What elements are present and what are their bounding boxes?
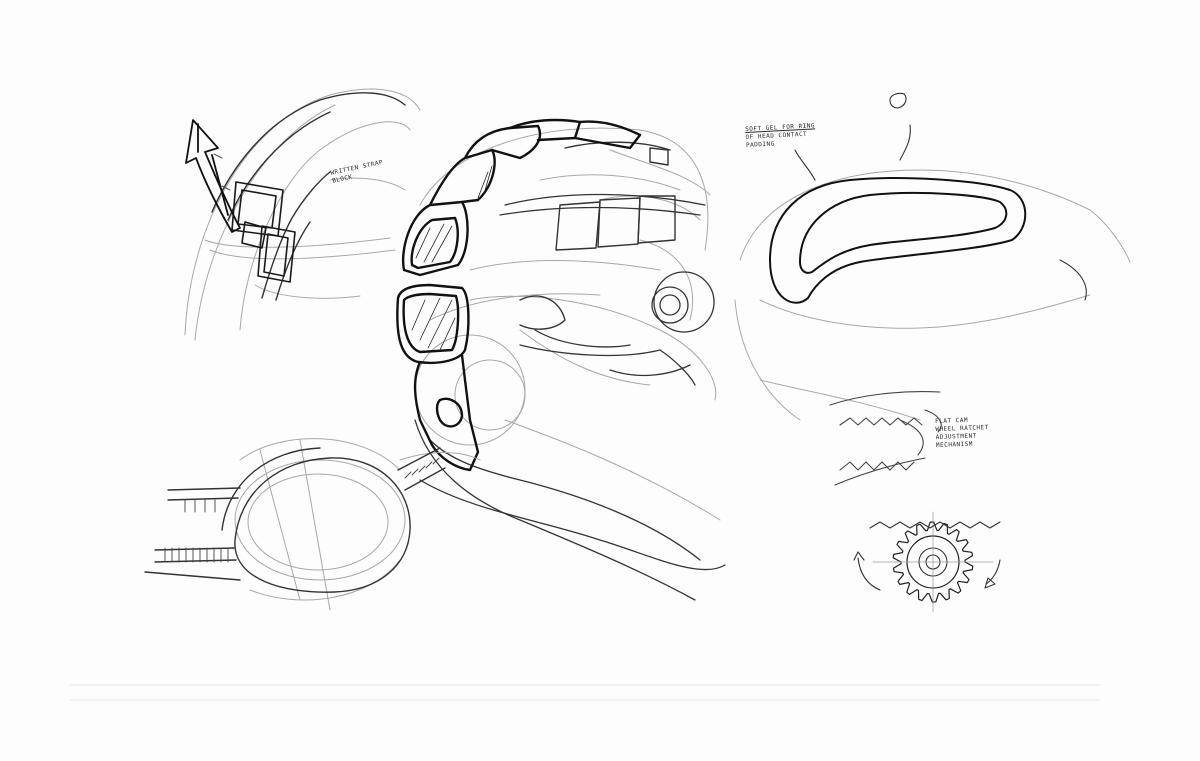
gear-rotation-arrows [853,521,1001,591]
note-soft-gel: SOFT GEL FOR RING OF HEAD CONTACT PADDIN… [745,122,816,150]
strap-detail-sketch [184,88,421,341]
segmented-headband [396,118,642,472]
gel-pad-sketch [734,92,1131,421]
head-form-sketch [414,127,726,601]
ear-cup-sketch [144,438,481,611]
ratchet-detail-sketch [829,391,942,486]
gear-icon [872,511,994,613]
paper-edge [69,684,1101,701]
note-ratchet: FLAT CAM WHEEL RATCHET ADJUSTMENT MECHAN… [935,416,990,450]
